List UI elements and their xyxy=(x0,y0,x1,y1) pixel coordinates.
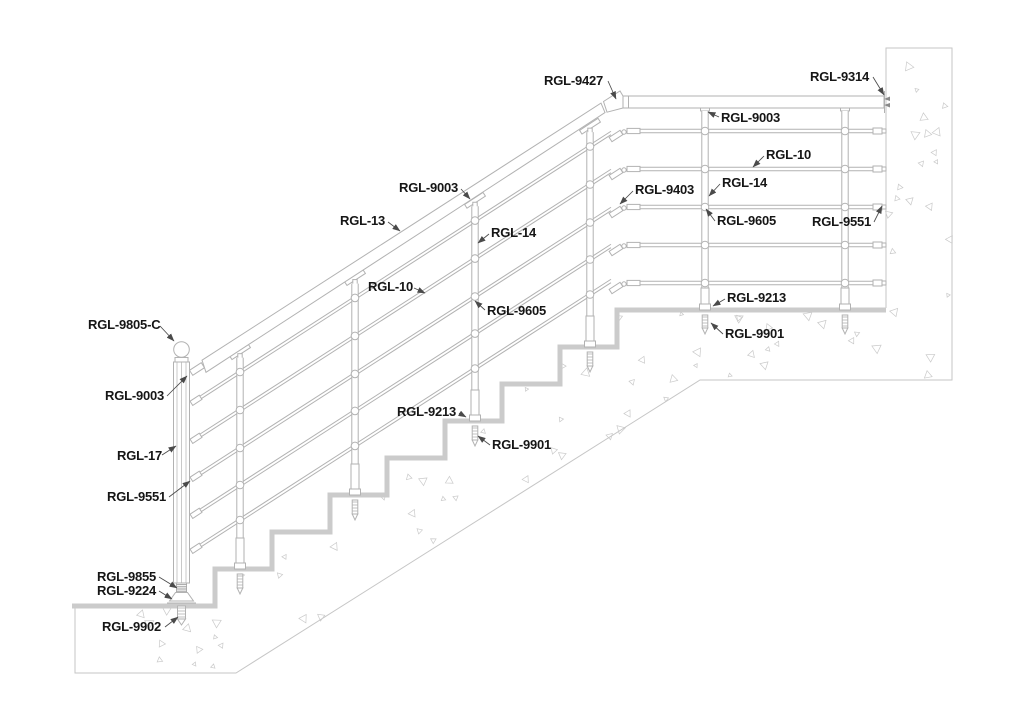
callout-rgl-14-landing: RGL-14 xyxy=(722,175,768,190)
callout-rgl-9213-landing: RGL-9213 xyxy=(727,290,787,305)
handrail-elbow xyxy=(602,90,624,113)
sloped-handrail xyxy=(201,102,606,374)
callout-rgl-9427: RGL-9427 xyxy=(544,73,604,88)
start-post xyxy=(167,341,206,626)
callout-rgl-17: RGL-17 xyxy=(117,448,163,463)
concrete-stipple xyxy=(135,61,953,669)
callout-rgl-9805-c: RGL-9805-C xyxy=(88,317,161,332)
callout-rgl-9003-start: RGL-9003 xyxy=(105,388,165,403)
cable-transition-fittings xyxy=(608,127,641,295)
intermediate-posts xyxy=(228,117,602,596)
callout-rgl-10-landing: RGL-10 xyxy=(766,147,812,162)
landing-handrail xyxy=(622,95,885,109)
landing-cables xyxy=(640,128,874,286)
callout-rgl-10-slope: RGL-10 xyxy=(368,279,414,294)
cable-wall-terminals xyxy=(872,127,887,287)
callout-rgl-9855: RGL-9855 xyxy=(97,569,157,584)
callout-rgl-9902: RGL-9902 xyxy=(102,619,162,634)
cable-start-terminals xyxy=(189,394,203,555)
callout-rgl-9901-slope: RGL-9901 xyxy=(492,437,552,452)
leader-lines xyxy=(158,76,885,628)
callout-rgl-13: RGL-13 xyxy=(340,213,386,228)
callout-rgl-9403: RGL-9403 xyxy=(635,182,695,197)
callout-rgl-9605-slope: RGL-9605 xyxy=(487,303,547,318)
callout-rgl-9003-slope: RGL-9003 xyxy=(399,180,459,195)
callout-rgl-14-slope: RGL-14 xyxy=(491,225,537,240)
callout-rgl-9213-slope: RGL-9213 xyxy=(397,404,457,419)
callout-rgl-9003-landing: RGL-9003 xyxy=(721,110,781,125)
handrail-wall-mount xyxy=(884,91,890,113)
callout-rgl-9901-landing: RGL-9901 xyxy=(725,326,785,341)
sloped-cables xyxy=(196,130,612,550)
callout-rgl-9551-start: RGL-9551 xyxy=(107,489,167,504)
callout-rgl-9224: RGL-9224 xyxy=(97,583,157,598)
callout-rgl-9551-landing: RGL-9551 xyxy=(812,214,872,229)
callout-rgl-9605-landing: RGL-9605 xyxy=(717,213,777,228)
concrete-outline xyxy=(74,47,953,674)
staircase-profile xyxy=(72,307,886,609)
callout-rgl-9314: RGL-9314 xyxy=(810,69,870,84)
